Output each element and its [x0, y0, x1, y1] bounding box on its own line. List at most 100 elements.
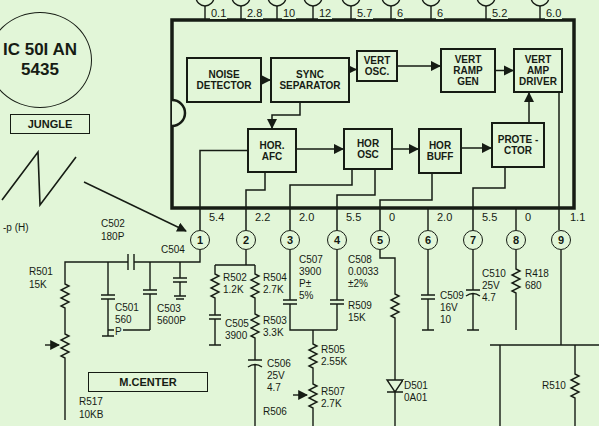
component-label: R505: [320, 344, 346, 356]
resistor-symbol: [391, 290, 399, 320]
resistor-symbol: [251, 310, 259, 340]
function-block: PROTE -CTOR: [491, 122, 545, 168]
wiper-arrow: [293, 394, 307, 395]
node-text: IC 50I AN 5435: [2, 40, 78, 80]
pin-voltage: 1.1: [569, 211, 586, 223]
resistor-symbol: [251, 270, 259, 300]
node-text: HOR. AFC: [251, 140, 293, 162]
pin-voltage: 5.2: [491, 7, 508, 19]
pin-voltage: 6.0: [545, 7, 562, 19]
component-label: 2.7K: [320, 398, 343, 410]
component-label: 10KB: [78, 409, 104, 421]
resistor-symbol: [512, 265, 520, 295]
node-text: 7: [470, 234, 476, 246]
node-text: 1: [197, 234, 203, 246]
component-label: R502: [222, 272, 248, 284]
connector: [337, 170, 375, 230]
control-tag: M.CENTER: [88, 372, 208, 392]
connector: [393, 148, 418, 150]
connector: [528, 93, 530, 122]
component-label: R509: [347, 300, 373, 312]
node-text: 9: [558, 234, 564, 246]
component-label: R510: [541, 380, 567, 392]
component-label: C505: [224, 318, 250, 330]
component-label: R507: [320, 386, 346, 398]
ic-notch: [172, 100, 185, 126]
component-label: R504: [262, 272, 288, 284]
pin-circle: 8: [506, 230, 526, 250]
pin-voltage: 2.0: [436, 211, 453, 223]
component-label: ±2%: [347, 278, 369, 290]
node-text: HOR OSC: [347, 138, 389, 160]
pin-voltage: 12: [318, 7, 332, 19]
component-label: C502: [100, 218, 126, 230]
pin-circle: 9: [551, 230, 571, 250]
pin-voltage: 2.8: [246, 7, 263, 19]
component-label: 3900: [224, 330, 248, 342]
node-text: 2: [243, 234, 249, 246]
capacitor-symbol: [101, 262, 150, 336]
pin-circle: 7: [463, 230, 483, 250]
connector: [473, 168, 505, 230]
pin-voltage: 6: [396, 7, 404, 19]
ic-package-outline: [172, 20, 574, 208]
component-label: 2.7K: [262, 284, 285, 296]
connector: [200, 151, 247, 231]
sawtooth-waveform: [2, 152, 76, 205]
function-block: HOR OSC: [343, 128, 393, 170]
node-text: M.CENTER: [119, 376, 176, 388]
component-label: C501: [114, 302, 140, 314]
capacitor-symbol: [330, 250, 344, 330]
pin-voltage: 6: [436, 7, 444, 19]
node-text: JUNGLE: [28, 118, 73, 130]
function-block: VERT RAMP GEN: [440, 48, 496, 93]
function-block: HOR. AFC: [247, 128, 297, 173]
pin-circle: 6: [418, 230, 438, 250]
jungle-tag: JUNGLE: [10, 114, 90, 134]
pin-voltage: 5.7: [356, 7, 373, 19]
component-label: 1.2K: [222, 284, 245, 296]
component-label: R418: [524, 268, 550, 280]
component-label: C509: [439, 290, 465, 302]
component-label: R506: [262, 406, 288, 418]
pin-voltage: 5.5: [345, 211, 362, 223]
connector: [290, 170, 352, 230]
component-label: C508: [347, 254, 373, 266]
node-text: 6: [425, 234, 431, 246]
pin-voltage: 0.1: [210, 7, 227, 19]
component-label: 25V: [266, 370, 286, 382]
capacitor-symbol: [209, 300, 221, 345]
pin-circle: 2: [236, 230, 256, 250]
resistor-symbol: [61, 280, 69, 310]
pin-circle: 4: [327, 230, 347, 250]
component-label: 560: [114, 314, 133, 326]
node-text: 4: [334, 234, 340, 246]
resistor-symbol: [309, 340, 317, 370]
pin-voltage: 0: [388, 211, 396, 223]
component-label: 15K: [347, 312, 367, 324]
component-label: -p (H): [2, 222, 30, 234]
component-label: 0A01: [403, 392, 428, 404]
connector: [272, 103, 300, 128]
function-block: VERT AMP DRIVER: [513, 48, 563, 93]
node-text: HOR BUFF: [422, 140, 458, 162]
potentiometer-symbol: [61, 330, 69, 360]
wire: [380, 250, 395, 426]
node-text: 8: [513, 234, 519, 246]
function-block: NOISE DETECTOR: [186, 57, 262, 103]
pin-leads: [428, 208, 516, 230]
node-text: 3: [287, 234, 293, 246]
component-label: 2.55K: [320, 356, 348, 368]
component-label: 5600P: [156, 315, 187, 327]
connector: [297, 148, 343, 150]
connector: [398, 65, 440, 67]
pin-circle: 3: [280, 230, 300, 250]
function-block: VERT OSC.: [356, 50, 398, 82]
top-pin-circles: [196, 0, 549, 6]
component-label: C503: [156, 303, 182, 315]
component-label: 3.3K: [262, 327, 285, 339]
pin-voltage: 5.4: [208, 211, 225, 223]
connector: [496, 70, 513, 72]
